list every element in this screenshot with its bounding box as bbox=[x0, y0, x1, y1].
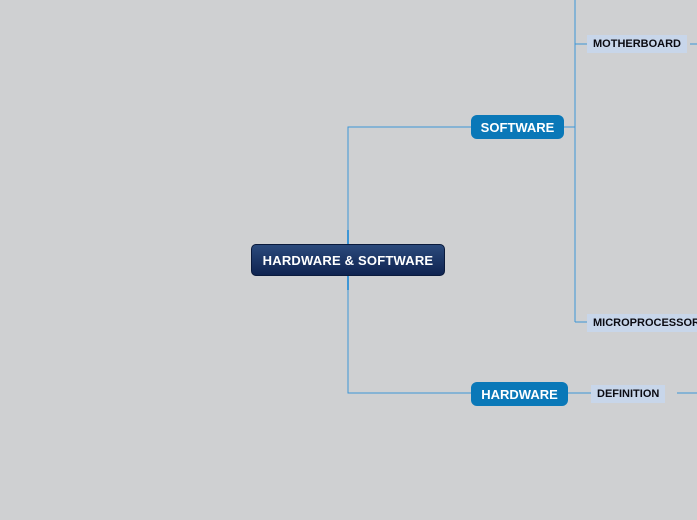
branch-software[interactable]: SOFTWARE bbox=[471, 115, 564, 139]
subtopic-motherboard-label: MOTHERBOARD bbox=[593, 38, 681, 50]
root-to-hardware-connector bbox=[347, 260, 471, 394]
subtopic-microprocessor[interactable]: MICROPROCESSOR bbox=[587, 314, 697, 332]
branch-hardware[interactable]: HARDWARE bbox=[471, 382, 568, 406]
subtopic-definition[interactable]: DEFINITION bbox=[591, 385, 666, 403]
root-to-software-connector bbox=[347, 126, 471, 260]
central-topic-label: HARDWARE & SOFTWARE bbox=[262, 252, 434, 268]
central-topic[interactable]: HARDWARE & SOFTWARE bbox=[251, 244, 445, 276]
subtopic-motherboard[interactable]: MOTHERBOARD bbox=[587, 35, 687, 53]
branch-hardware-label: HARDWARE bbox=[481, 386, 558, 402]
subtopic-definition-label: DEFINITION bbox=[597, 388, 660, 400]
branch-software-label: SOFTWARE bbox=[480, 119, 555, 135]
subtopic-microprocessor-label: MICROPROCESSOR bbox=[593, 317, 697, 329]
